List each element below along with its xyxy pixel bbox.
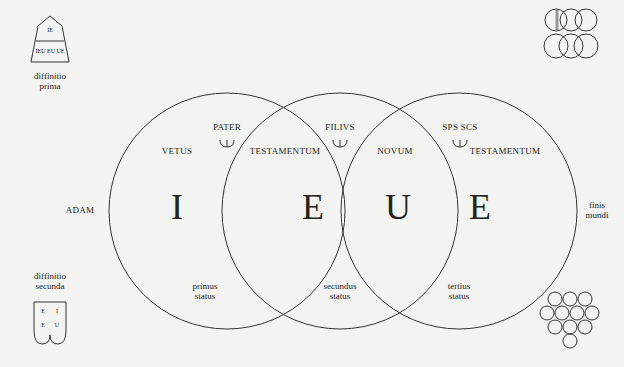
circle-text: primus status (188, 282, 222, 302)
tetragram-letter: E (302, 189, 324, 225)
label-text: ADAM (66, 206, 95, 216)
status-circle: FILIVS TESTAMENTUM Esecundus status (222, 93, 458, 329)
circle-text: FILIVS (325, 123, 355, 133)
circle-text: SPS SCS (442, 123, 477, 133)
status-circle: SPS SCS NOVUM U TESTAMENTUM Etertius status (341, 93, 577, 329)
label-text: IE (47, 27, 53, 34)
omega-symbol (453, 140, 467, 147)
circle-figure (570, 306, 584, 320)
circle-line (222, 93, 458, 329)
circle-line (341, 93, 577, 329)
circle-text: PATER (213, 123, 241, 133)
circle-figure (575, 9, 597, 31)
circle-figure (578, 292, 592, 306)
circle-figure (563, 334, 577, 348)
circle-figure (540, 306, 554, 320)
circle-line (109, 93, 345, 329)
circle-figure (574, 34, 598, 58)
label-text: U (55, 322, 59, 329)
circle-text: NOVUM (377, 147, 413, 157)
lobed-figure (34, 302, 66, 344)
tetragram-letter: I (171, 189, 183, 225)
omega-symbol (333, 140, 347, 147)
tetragram-letter: U (385, 189, 411, 225)
tower-figure (31, 16, 69, 62)
label-text: E (41, 308, 45, 315)
circle-figure (578, 320, 592, 334)
circle-text: VETUS (162, 147, 193, 157)
circle-figure (559, 34, 583, 58)
circle-figure (555, 306, 569, 320)
label-text: IEU EU UE (36, 48, 65, 55)
circle-text: secundus status (320, 282, 360, 302)
omega-symbol (220, 140, 234, 147)
circle-figure (585, 306, 599, 320)
circle-figure (544, 34, 568, 58)
symbols (31, 9, 599, 348)
label-text: diffinitio prima (27, 72, 73, 92)
tetragram-letter: E (469, 189, 491, 225)
circle-text: TESTAMENTUM (470, 147, 541, 157)
circle-figure (548, 292, 562, 306)
circle-figure (548, 320, 562, 334)
label-text: E (41, 322, 45, 329)
circle-text: tertius status (442, 282, 476, 302)
label-text: I (56, 308, 58, 315)
circle-figure (563, 292, 577, 306)
label-text: finis mundi (582, 201, 612, 221)
circle-figure (563, 320, 577, 334)
circle-text: TESTAMENTUM (250, 147, 321, 157)
label-text: diffinitio secunda (27, 272, 73, 292)
bar-mark (556, 10, 559, 30)
